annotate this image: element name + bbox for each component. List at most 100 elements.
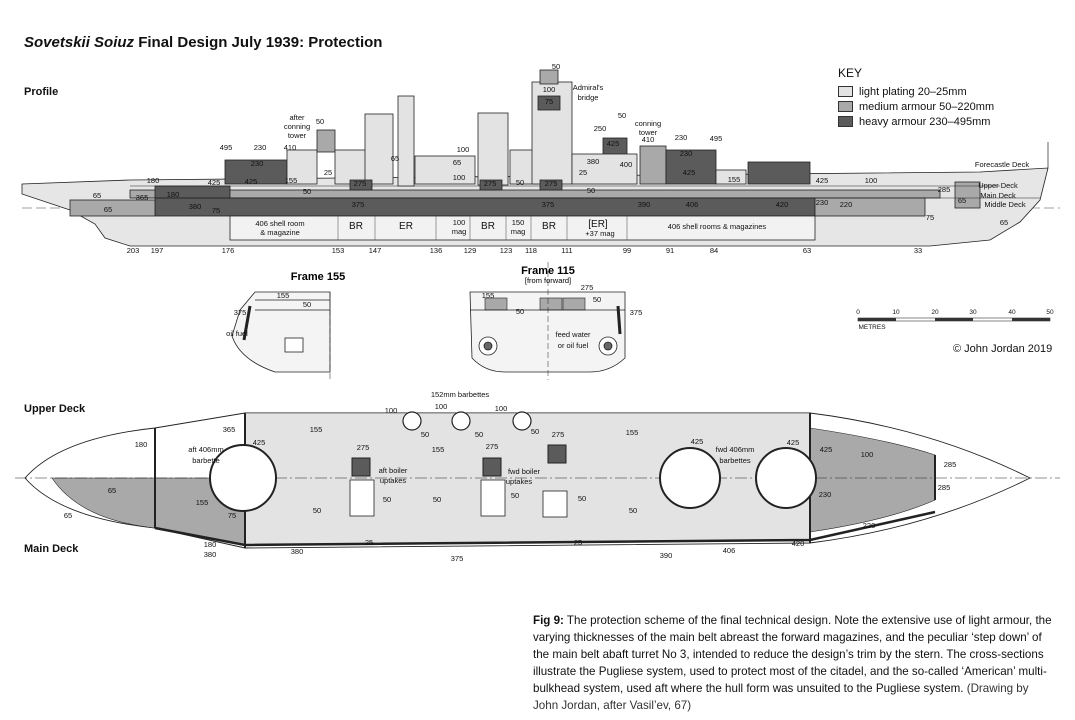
plan-label: 100 [435,402,448,411]
plan-label: 155 [196,498,209,507]
label-shell-fwd: 406 shell rooms & magazines [668,222,767,231]
thickness-label: 380 [587,157,600,166]
plan-label: 155 [432,445,445,454]
title-rest: Final Design July 1939: Protection [134,34,383,51]
plan-label: 375 [451,554,464,563]
label-mag3: +37 mag [585,229,614,238]
scale-tick: 10 [892,309,900,316]
fwd-turret-1 [747,161,811,185]
title-italic: Sovetskii Soiuz [24,34,135,51]
plan-label: 180 [204,540,217,549]
thickness-label: 425 [208,178,221,187]
frame115-label: 275 [581,283,594,292]
frame-number: 147 [369,246,382,255]
thickness-label: 275 [545,179,558,188]
fwd-belt [814,197,926,217]
plan-label: 285 [944,460,957,469]
legend-swatch-heavy [838,116,853,127]
plan-label: 50 [313,506,321,515]
plan-label: barbettes [719,456,751,465]
caption-credit: (Drawing by John Jordan, after Vasil’ev,… [533,682,1029,712]
frame-number: 176 [222,246,235,255]
label-er-2: [ER] [588,219,608,230]
thickness-label: 275 [484,179,497,188]
thickness-label: 65 [453,158,461,167]
copyright: © John Jordan 2019 [953,343,1053,355]
plan-label: 65 [64,511,72,520]
thickness-label: 495 [220,143,233,152]
frame-number: 197 [151,246,164,255]
plan-label: fwd boiler [508,467,541,476]
plan-label: 230 [819,490,832,499]
aft-turret [224,159,288,185]
plan-label: 25 [365,538,373,547]
frame115-label: 50 [516,307,524,316]
plan-label: 152mm barbettes [431,390,490,399]
frame-number: 91 [666,246,674,255]
thickness-label: 365 [136,193,149,202]
frame115-label: feed water [555,330,591,339]
main-belt [154,197,816,217]
label-conning-tower: tower [639,128,658,137]
plan-label: 365 [223,425,236,434]
thickness-label: 75 [926,213,934,222]
scale-unit: METRES [858,324,886,331]
frame115-title: Frame 115 [521,265,575,277]
thickness-label: 180 [147,176,160,185]
thickness-label: 100 [543,85,556,94]
frame-number: 123 [500,246,513,255]
thickness-label: 25 [579,168,587,177]
scale-tick: 30 [969,309,977,316]
plan-label: 25 [574,538,582,547]
frame-number: 129 [464,246,477,255]
frame-number: 33 [914,246,922,255]
main-deck-heading: Main Deck [24,543,79,555]
figure-caption: Fig 9: The protection scheme of the fina… [533,612,1053,714]
caption-text: The protection scheme of the final techn… [533,614,1052,695]
plan-label: 75 [228,511,236,520]
upper-belt [129,189,941,199]
label-br-1: BR [349,221,363,232]
frame155-section [231,291,331,380]
plan-label: aft 406mm [188,445,223,454]
plan-label: 425 [691,437,704,446]
frame115-label: 375 [630,308,643,317]
thickness-label: 50 [552,62,560,71]
plan-label: 100 [861,450,874,459]
label-bridge: bridge [578,93,599,102]
thickness-label: 250 [594,124,607,133]
label-after: after [289,113,305,122]
plan-label: 425 [253,438,266,447]
thickness-label: 410 [642,135,655,144]
thickness-label: 65 [104,205,112,214]
scale-bar [857,317,1051,322]
legend-swatch-light [838,86,853,97]
scale-tick: 50 [1046,309,1054,316]
label-mag1b: mag [452,227,467,236]
plan-view [15,411,1060,549]
after-conning-tower [316,129,336,153]
thickness-label: 25 [324,168,332,177]
plan-label: 275 [486,442,499,451]
frame-number: 136 [430,246,443,255]
thickness-label: 425 [245,177,258,186]
thickness-label: 65 [391,154,399,163]
aft-mast [397,95,415,187]
thickness-label: 155 [728,175,741,184]
plan-label: 420 [792,539,805,548]
thickness-label: 65 [958,196,966,205]
plan-label: 65 [108,486,116,495]
label-after-conning: conning [284,122,310,131]
label-forecastle-deck: Forecastle Deck [975,160,1029,169]
plan-label: 285 [938,483,951,492]
lower-compartments [229,215,816,241]
frame155-title: Frame 155 [291,271,345,283]
profile-view [21,69,1060,247]
thickness-label: 65 [93,191,101,200]
frame-number: 99 [623,246,631,255]
thickness-label: 230 [251,159,264,168]
frame155-label: 375 [234,308,247,317]
frame115-section [469,262,626,380]
